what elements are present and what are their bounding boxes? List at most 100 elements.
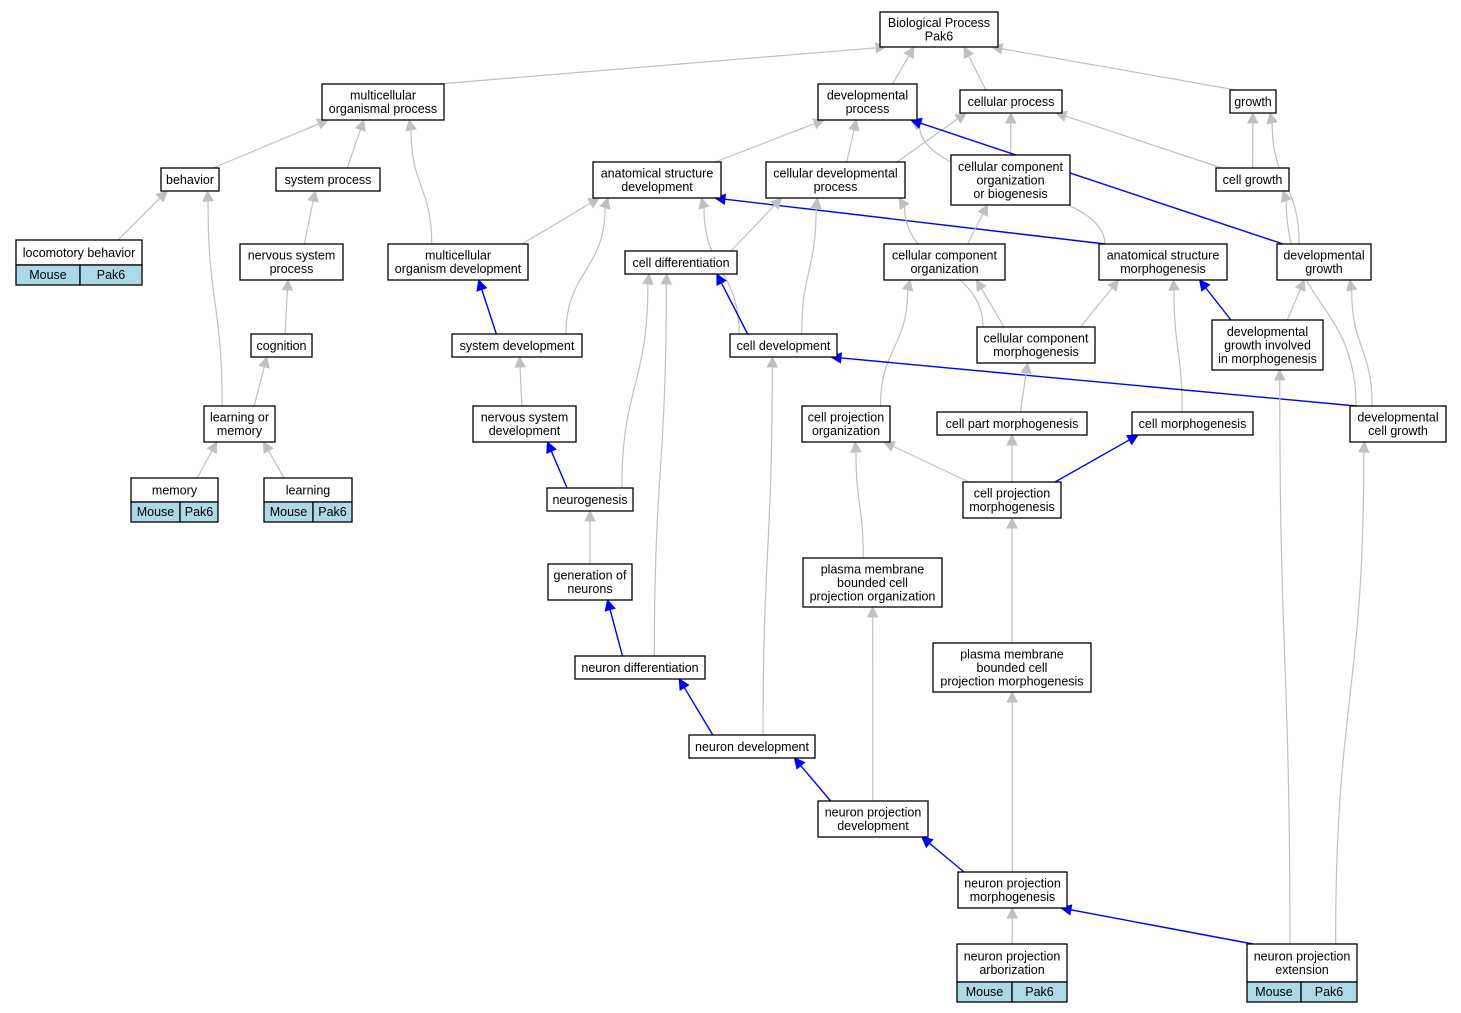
edge-behavior-to-mop [212, 118, 330, 169]
term-node-cognition[interactable]: cognition [250, 333, 313, 358]
term-label-line: plasma membrane [821, 562, 925, 576]
term-node-neurondev[interactable]: neuron development [688, 734, 816, 759]
edge-line [196, 450, 213, 479]
term-label-line: cellular component [984, 332, 1089, 346]
term-box [950, 154, 1071, 206]
term-node-celldiff[interactable]: cell differentiation [624, 250, 738, 275]
edge-cpm-to-ccm [1019, 361, 1032, 413]
term-node-cpm[interactable]: cell part morphogenesis [936, 411, 1088, 436]
term-label-line: generation of [554, 569, 628, 583]
term-box [1131, 411, 1254, 436]
edge-line [720, 282, 749, 335]
term-node-behavior[interactable]: behavior [160, 167, 220, 192]
edge-line [683, 687, 714, 736]
term-node-growth[interactable]: growth [1229, 89, 1277, 114]
edge-cprojm-to-cpo [882, 441, 970, 483]
edge-celldev-to-cdp [801, 196, 822, 335]
term-label-line: organization [812, 424, 880, 438]
term-box [932, 642, 1092, 693]
edge-arrowhead [954, 112, 967, 124]
term-box [321, 83, 445, 121]
term-box [802, 557, 943, 608]
term-node-cellgrowth[interactable]: cell growth [1215, 167, 1290, 192]
term-node-sysdev[interactable]: system development [451, 333, 583, 358]
term-label-line: cell projection [808, 411, 884, 425]
edge-line [1335, 451, 1365, 945]
term-label-line: development [621, 180, 693, 194]
term-label-line: cell projection [974, 487, 1050, 501]
edge-arrowhead [307, 189, 319, 203]
term-node-neurogenesis[interactable]: neurogenesis [546, 487, 634, 512]
edge-arrowhead [963, 46, 975, 59]
edge-pmbcpo-to-cpo [850, 440, 864, 559]
edge-line [521, 202, 591, 245]
term-label-line: growth [1305, 262, 1343, 276]
edge-arrowhead [155, 190, 168, 203]
term-node-neurondiff[interactable]: neuron differentiation [574, 655, 706, 680]
annotation-species: Mouse [29, 268, 67, 282]
term-label-line: system process [285, 173, 372, 187]
edge-arrowhead [848, 118, 860, 132]
term-box [801, 405, 891, 443]
term-box [765, 161, 906, 199]
edge-arrowhead [977, 204, 988, 217]
term-label-line: growth involved [1224, 338, 1311, 352]
edge-neurondev-to-neurondiff [678, 678, 714, 736]
term-node-celldev[interactable]: cell development [729, 333, 838, 358]
edge-cprojm-to-cellmorph [1054, 434, 1139, 483]
term-label-line: memory [152, 483, 198, 497]
edge-npe-to-dcg [1335, 440, 1370, 945]
term-label-line: projection organization [810, 589, 936, 603]
term-label-line: system development [460, 339, 575, 353]
term-node-sysproc[interactable]: system process [275, 167, 381, 192]
edge-line [929, 842, 965, 873]
term-label-line: cellular component [892, 249, 997, 263]
edge-arrowhead [1280, 189, 1292, 203]
edge-arrowhead [258, 355, 270, 369]
term-node-cp[interactable]: cellular process [959, 89, 1063, 114]
term-label-line: neuron projection [964, 877, 1061, 891]
term-box [1098, 243, 1228, 281]
edge-arrowhead [476, 278, 488, 292]
edge-arrowhead [1266, 111, 1278, 125]
annotation-gene-cell [1300, 981, 1358, 1003]
edge-arrowhead [882, 441, 896, 452]
term-label-line: learning or [210, 411, 269, 425]
term-label-line: multicellular [425, 249, 491, 263]
term-label-line: neuron projection [1254, 950, 1351, 964]
term-label-line: bounded cell [837, 576, 908, 590]
annotation-gene-cell [312, 501, 353, 523]
term-node-cellmorph[interactable]: cell morphogenesis [1131, 411, 1254, 436]
edge-line [1279, 379, 1291, 945]
edge-line [968, 55, 987, 91]
edge-arrowhead [716, 273, 727, 286]
